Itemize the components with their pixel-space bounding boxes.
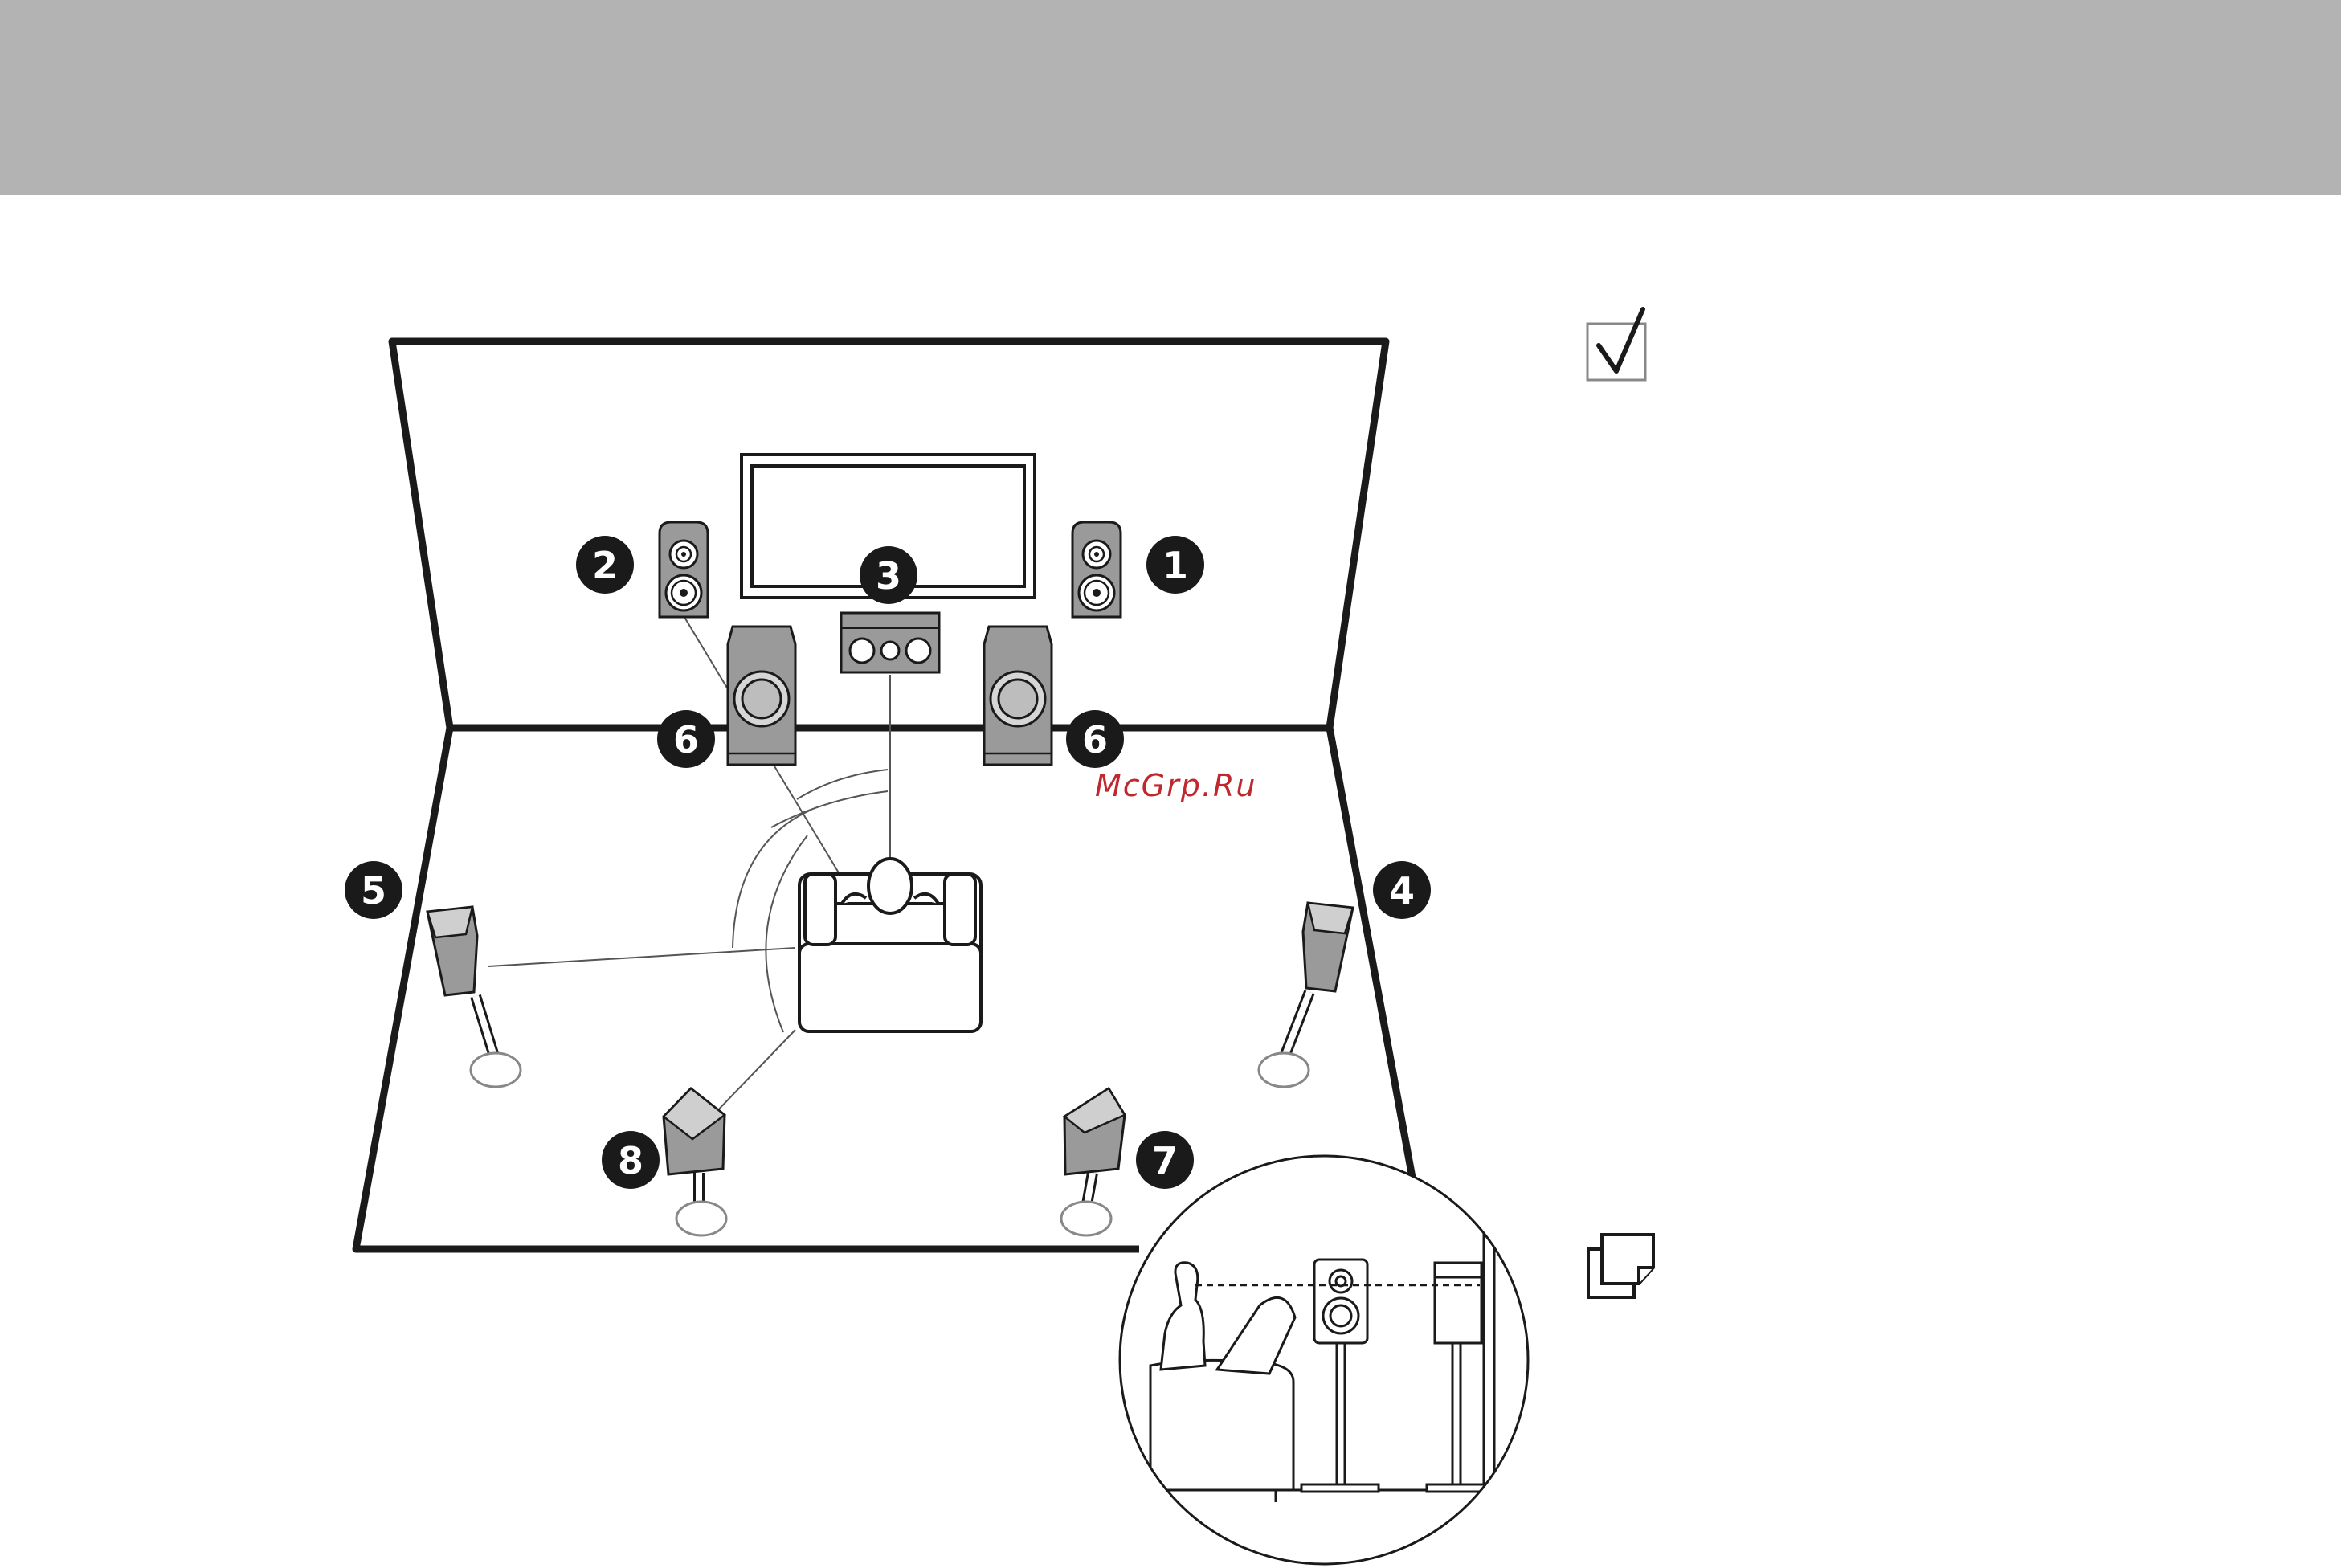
subwoofer-right (984, 627, 1052, 765)
badge-center-label: 3 (876, 554, 901, 598)
height-inset (1077, 1156, 1575, 1564)
badge-front-right: 1 (1146, 536, 1204, 594)
badge-surround-back-left: 8 (602, 1131, 660, 1189)
surround-left-speaker (427, 907, 521, 1087)
badge-surround-left: 5 (345, 861, 402, 919)
badge-surround-right-label: 4 (1389, 869, 1415, 913)
badge-surround-back-left-label: 8 (618, 1139, 643, 1182)
center-speaker (841, 613, 939, 672)
surround-back-left-speaker (664, 1088, 726, 1235)
badge-surround-left-label: 5 (361, 869, 386, 913)
front-left-speaker (660, 522, 708, 617)
badge-subwoofer-left: 6 (657, 710, 715, 768)
badge-surround-back-right: 7 (1136, 1131, 1194, 1189)
angle-guides (488, 615, 890, 1115)
watermark-text: McGrp.Ru (1095, 768, 1256, 803)
page-copy-icon (1588, 1235, 1653, 1297)
badge-surround-back-right-label: 7 (1152, 1139, 1178, 1182)
subwoofer-left (728, 627, 795, 765)
front-right-speaker (1072, 522, 1121, 617)
badge-front-left-label: 2 (592, 544, 618, 587)
checkbox-icon (1587, 309, 1645, 380)
badge-center: 3 (860, 546, 917, 604)
surround-back-right-speaker (1061, 1088, 1125, 1235)
surround-right-speaker (1259, 903, 1353, 1087)
badge-subwoofer-left-label: 6 (673, 718, 699, 762)
badge-front-left: 2 (576, 536, 634, 594)
badge-subwoofer-right-label: 6 (1082, 718, 1108, 762)
badge-subwoofer-right: 6 (1066, 710, 1124, 768)
badge-front-right-label: 1 (1162, 544, 1188, 587)
badge-surround-right: 4 (1373, 861, 1431, 919)
sofa-with-listener (799, 859, 981, 1031)
